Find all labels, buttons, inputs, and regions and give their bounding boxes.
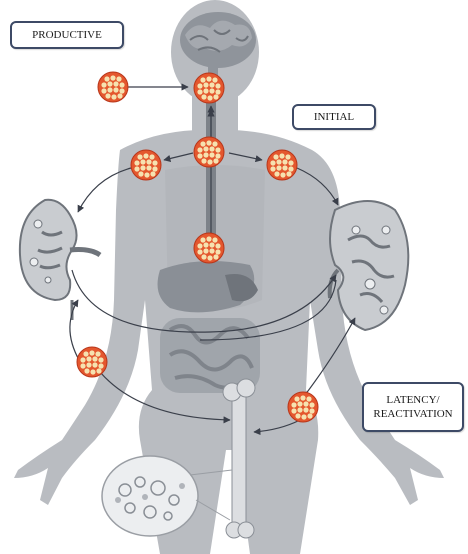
productive-label-text: PRODUCTIVE <box>32 28 102 42</box>
initial-label-text: INITIAL <box>314 110 354 124</box>
virus-particle-icon <box>194 137 224 167</box>
latency-reactivation-label: LATENCY/ REACTIVATION <box>362 382 464 432</box>
initial-label: INITIAL <box>292 104 376 130</box>
virus-particle-icon <box>267 150 297 180</box>
virus-particle-icon <box>194 233 224 263</box>
latency-label-line2: REACTIVATION <box>373 407 452 421</box>
virus-particle-icon <box>77 347 107 377</box>
virus-particle-icon <box>288 392 318 422</box>
virus-particle-icon <box>98 72 128 102</box>
productive-label: PRODUCTIVE <box>10 21 124 49</box>
virus-particle-icon <box>194 73 224 103</box>
virus-particle-icon <box>131 150 161 180</box>
kidney-icon <box>20 200 100 320</box>
latency-label-line1: LATENCY/ <box>386 393 439 407</box>
